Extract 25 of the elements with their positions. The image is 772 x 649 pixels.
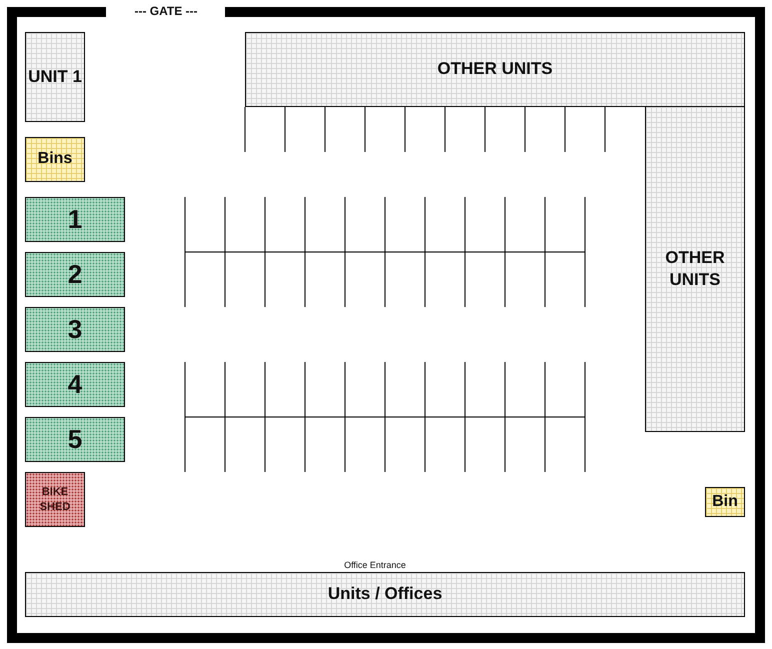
- block-label: Bin: [711, 492, 739, 512]
- block-label: Units / Offices: [326, 583, 444, 606]
- block-label: Bins: [36, 149, 74, 170]
- site-block: [705, 487, 745, 517]
- block-label: 4: [66, 368, 84, 401]
- site-block: [25, 472, 85, 527]
- site-block: [245, 32, 745, 107]
- site-block: [25, 307, 125, 352]
- site-block: [25, 362, 125, 407]
- block-label: OTHER UNITS: [664, 246, 726, 291]
- block-label: 5: [66, 422, 84, 456]
- site-block: [25, 32, 85, 122]
- site-block: [25, 197, 125, 242]
- block-label: 2: [66, 258, 84, 291]
- site-label: --- GATE ---: [134, 4, 198, 18]
- site-block: [25, 572, 745, 617]
- site-block: [25, 137, 85, 182]
- site-block: [25, 252, 125, 297]
- block-label: 3: [66, 312, 84, 346]
- site-block: [25, 417, 125, 462]
- block-label: UNIT 1: [27, 66, 83, 88]
- site-label: Office Entrance: [344, 560, 406, 570]
- block-label: 1: [66, 202, 84, 236]
- block-label: OTHER UNITS: [436, 58, 554, 80]
- site-block: [645, 106, 745, 432]
